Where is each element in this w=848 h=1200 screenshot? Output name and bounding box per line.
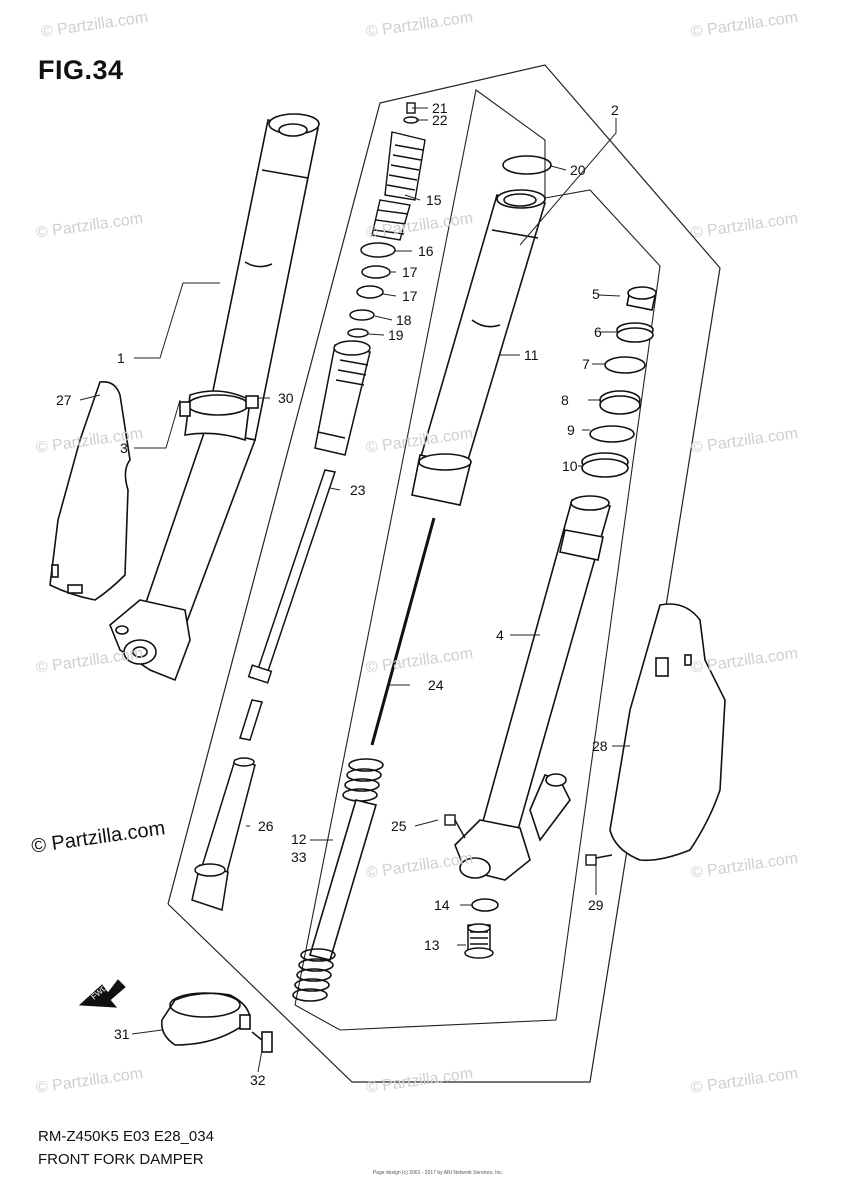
callout-20: 20 [570, 162, 586, 178]
leader-lines [79, 107, 630, 1073]
callout-17a: 17 [402, 264, 418, 280]
callout-4: 4 [496, 627, 504, 643]
callout-6: 6 [594, 324, 602, 340]
fwd-arrow: FWD [78, 979, 126, 1008]
part-bolt-29 [585, 854, 613, 866]
callout-14: 14 [434, 897, 450, 913]
part-fork-guard-left [49, 380, 131, 601]
callout-8: 8 [561, 392, 569, 408]
part-lower-fork-tube [454, 495, 612, 881]
part-base-valve-13 [464, 923, 494, 959]
part-seals-bushings [581, 286, 657, 478]
callout-labels: 1 2 3 4 5 6 7 8 9 10 11 12 13 14 15 16 1… [56, 100, 619, 1088]
callout-28: 28 [592, 738, 608, 754]
callout-13: 13 [424, 937, 440, 953]
callout-15: 15 [426, 192, 442, 208]
fine-print: Page design (c) 2001 - 2017 by ARI Netwo… [372, 1170, 504, 1176]
figure-title: FIG.34 [38, 55, 124, 85]
callout-29: 29 [588, 897, 604, 913]
callout-32: 32 [250, 1072, 266, 1088]
callout-1: 1 [117, 350, 125, 366]
callout-33: 33 [291, 849, 307, 865]
callout-27: 27 [56, 392, 72, 408]
callout-16: 16 [418, 243, 434, 259]
part-rings-stack [347, 242, 396, 338]
part-o-ring [502, 155, 552, 175]
callout-21: 21 [432, 100, 448, 116]
callout-23: 23 [350, 482, 366, 498]
callout-3: 3 [120, 440, 128, 456]
part-springs [292, 758, 384, 1002]
part-cartridge-lower [191, 757, 256, 911]
part-o-ring-14 [471, 898, 499, 912]
model-code: RM-Z450K5 E03 E28_034 [38, 1128, 214, 1145]
part-bolt-25 [444, 814, 466, 839]
callout-7: 7 [582, 356, 590, 372]
assembly-box-outline [167, 64, 721, 1083]
callout-22: 22 [432, 112, 448, 128]
part-clamp-upper [179, 390, 259, 442]
part-damper-rod-assy [239, 340, 371, 741]
callout-2: 2 [611, 102, 619, 118]
callout-12: 12 [291, 831, 307, 847]
part-inner-fork-tube [411, 189, 547, 506]
callout-9: 9 [567, 422, 575, 438]
callout-26: 26 [258, 818, 274, 834]
callout-18: 18 [396, 312, 412, 328]
callout-31: 31 [114, 1026, 130, 1042]
part-rebound-adjuster-assy [371, 102, 426, 241]
callout-30: 30 [278, 390, 294, 406]
part-push-rod [370, 517, 436, 746]
callout-17b: 17 [402, 288, 418, 304]
callout-25: 25 [391, 818, 407, 834]
part-clamp-lower [160, 992, 273, 1053]
callout-19: 19 [388, 327, 404, 343]
callout-10: 10 [562, 458, 578, 474]
sub-assembly-box-outline [294, 89, 661, 1031]
callout-5: 5 [592, 286, 600, 302]
part-fork-guard-right [609, 603, 726, 862]
callout-24: 24 [428, 677, 444, 693]
figure-name: FRONT FORK DAMPER [38, 1151, 204, 1168]
callout-11: 11 [524, 347, 539, 363]
part-outer-fork-tube [109, 113, 320, 682]
